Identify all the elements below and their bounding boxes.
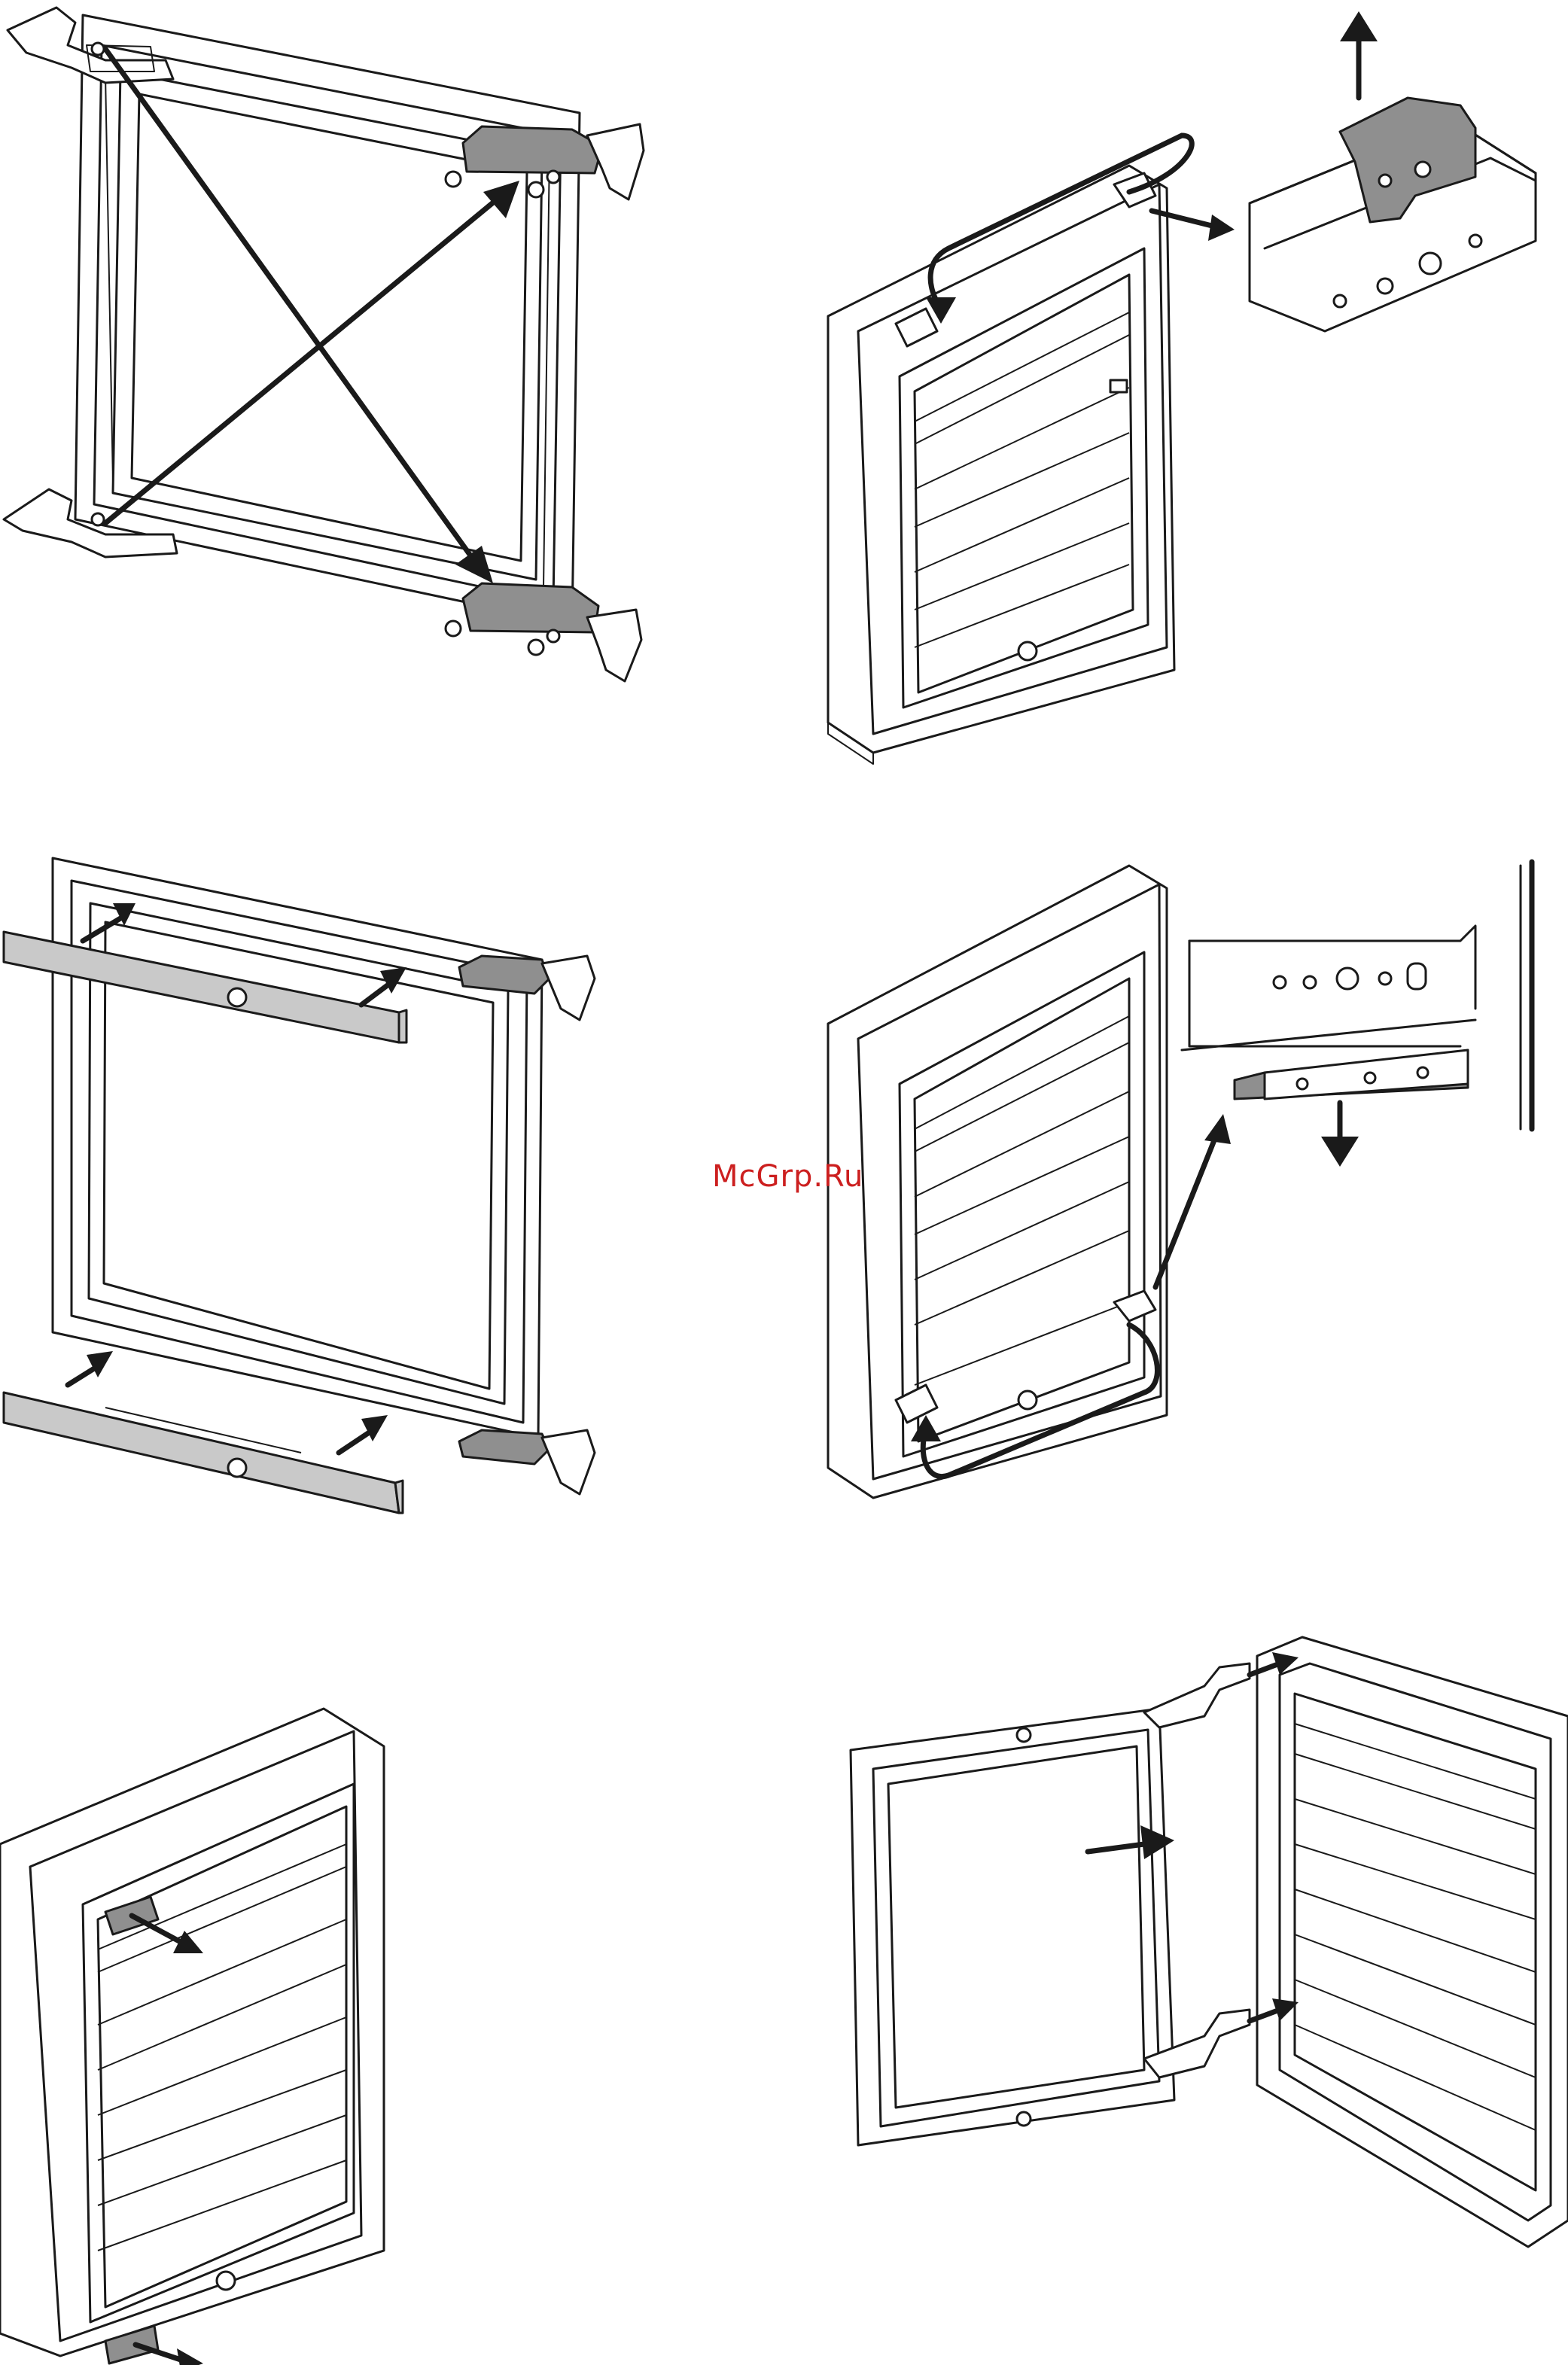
cabinet <box>828 166 1174 764</box>
cabinet <box>1257 1637 1568 2247</box>
panel-attach-door <box>828 1618 1568 2365</box>
hinge-bottom-right <box>446 583 641 681</box>
detail-inset <box>1250 11 1536 331</box>
panel-remove-covers <box>0 1618 422 2365</box>
panel-remove-bottom-hinge-plate <box>813 858 1568 1520</box>
detail-inset <box>1182 862 1532 1167</box>
door-frame <box>53 858 542 1438</box>
panel-door-hinge-swap <box>0 0 662 723</box>
door-hinge-top <box>1144 1663 1250 1727</box>
hinge-bottom-right <box>459 1430 595 1494</box>
panel-mount-trim-strips <box>0 843 617 1520</box>
panel-remove-top-hinge-plate <box>813 0 1568 775</box>
watermark-text: McGrp.Ru <box>712 1159 863 1194</box>
cabinet <box>0 1709 384 2356</box>
door-frame <box>851 1709 1174 2145</box>
